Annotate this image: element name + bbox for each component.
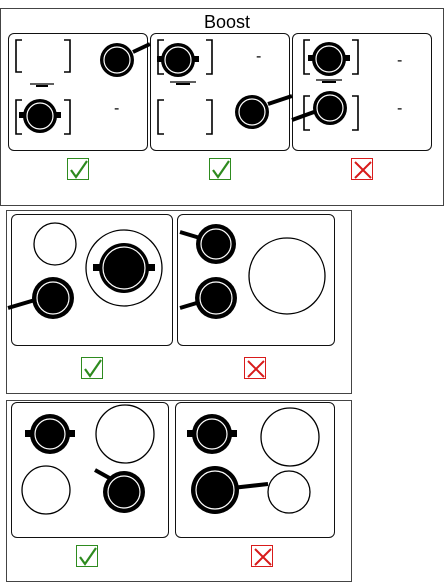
- pan-icon: [8, 277, 74, 319]
- empty-zone-bracket: [158, 100, 212, 134]
- pan-icon: [180, 277, 237, 319]
- empty-zone: [261, 408, 319, 513]
- cross-icon: [244, 357, 266, 379]
- check-icon: [67, 158, 89, 180]
- pot-large-icon: [86, 230, 162, 306]
- empty-zone-bracket: [16, 40, 70, 72]
- empty-zone: [249, 238, 325, 314]
- zone-level-label: -: [256, 48, 261, 66]
- pot-icon: [308, 42, 350, 76]
- pan-icon: [235, 95, 292, 129]
- cross-icon: [251, 545, 273, 567]
- pan-icon: [95, 470, 145, 513]
- cross-icon: [351, 158, 373, 180]
- pan-icon: [180, 224, 236, 264]
- pot-icon: [187, 414, 237, 454]
- check-icon: [209, 158, 231, 180]
- pot-icon: [19, 99, 61, 133]
- pot-icon: [157, 43, 199, 77]
- zone-level-label: -: [114, 100, 119, 118]
- empty-zone: [34, 223, 76, 265]
- check-icon: [81, 357, 103, 379]
- pan-icon: [292, 91, 347, 125]
- pan-icon: [191, 466, 268, 514]
- check-icon: [76, 545, 98, 567]
- pot-icon: [25, 414, 75, 454]
- zone-level-label: -: [397, 52, 402, 70]
- pan-icon: [100, 43, 150, 77]
- zone-level-label: -: [397, 100, 402, 118]
